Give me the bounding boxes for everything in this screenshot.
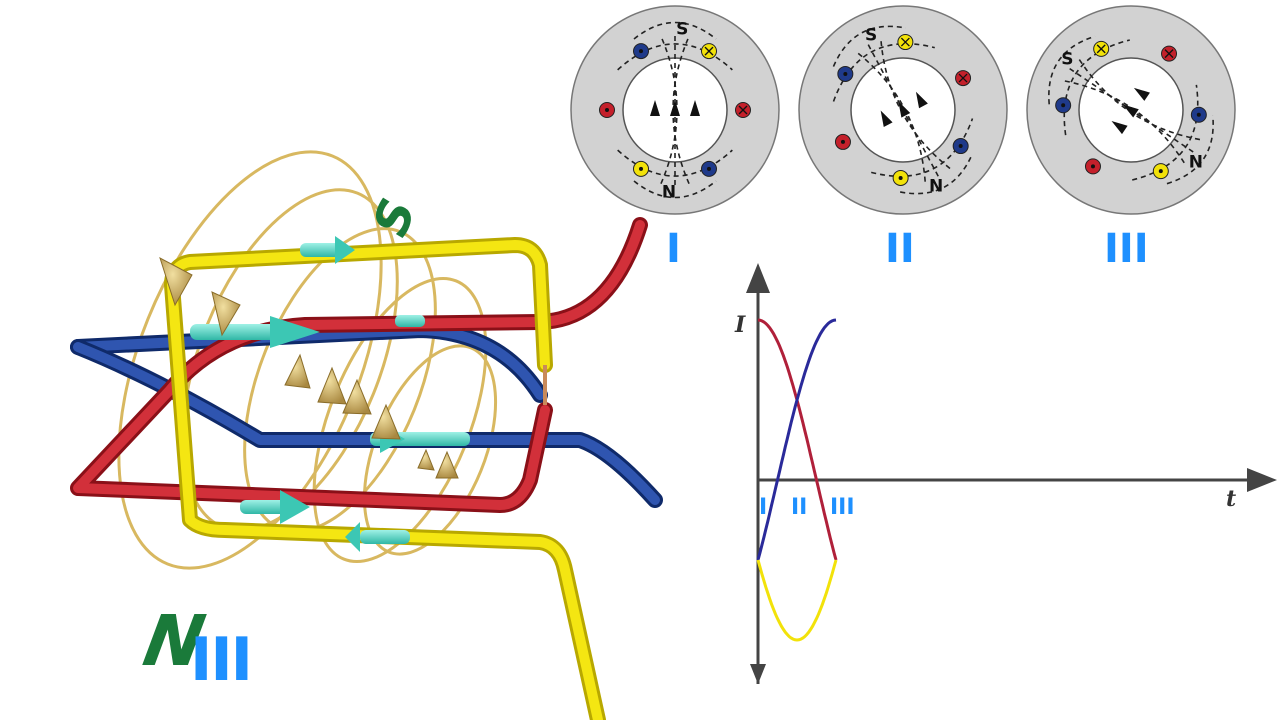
- conductor-dot: [1056, 98, 1071, 113]
- conductor-cross: [1094, 41, 1109, 56]
- stator-cross-sections: S N I S N II S N III: [571, 6, 1235, 272]
- conductor-cross: [898, 35, 913, 50]
- tick-label-iii: III: [830, 495, 855, 520]
- conductor-dot: [634, 44, 649, 59]
- stator-label: III: [1104, 226, 1149, 272]
- red-phase-conductor: [78, 225, 640, 505]
- conductor-dot: [953, 139, 968, 154]
- three-phase-winding-3d: S N III: [66, 115, 655, 720]
- pole-label-s-3d: S: [363, 192, 427, 244]
- conductor-dot: [600, 103, 615, 118]
- conductor-dot: [1085, 159, 1100, 174]
- current-curve-3: [758, 560, 836, 640]
- stator-1: S N I: [571, 6, 779, 272]
- current-time-chart: I t I II III: [734, 278, 1262, 684]
- pole-label-s: S: [1061, 49, 1073, 69]
- conductor-dot: [1191, 107, 1206, 122]
- current-curve-1: [758, 320, 836, 560]
- conductor-cross: [1162, 46, 1177, 61]
- pole-label-s: S: [865, 26, 877, 46]
- y-axis-label: I: [734, 312, 746, 338]
- stator-label: I: [666, 226, 681, 272]
- conductor-dot: [634, 161, 649, 176]
- tick-label-ii: II: [791, 495, 807, 520]
- stator-label: II: [885, 226, 915, 272]
- conductor-dot: [893, 170, 908, 185]
- stator-3: S N III: [1027, 6, 1235, 272]
- conductor-cross: [956, 71, 971, 86]
- x-axis-label: t: [1226, 486, 1236, 512]
- conductor-cross: [702, 44, 717, 59]
- conductor-dot: [838, 66, 853, 81]
- conductor-dot: [835, 134, 850, 149]
- pole-label-s: S: [676, 19, 688, 39]
- stator-2: S N II: [799, 6, 1007, 272]
- current-curve-2: [758, 320, 836, 560]
- conductor-dot: [702, 161, 717, 176]
- conductor-dot: [1153, 164, 1168, 179]
- phase-label-3d: III: [190, 625, 251, 695]
- pole-label-n: N: [929, 176, 943, 196]
- pole-label-n: N: [662, 183, 676, 203]
- conductor-cross: [736, 103, 751, 118]
- pole-label-n: N: [1189, 153, 1203, 173]
- tick-label-i: I: [759, 495, 767, 520]
